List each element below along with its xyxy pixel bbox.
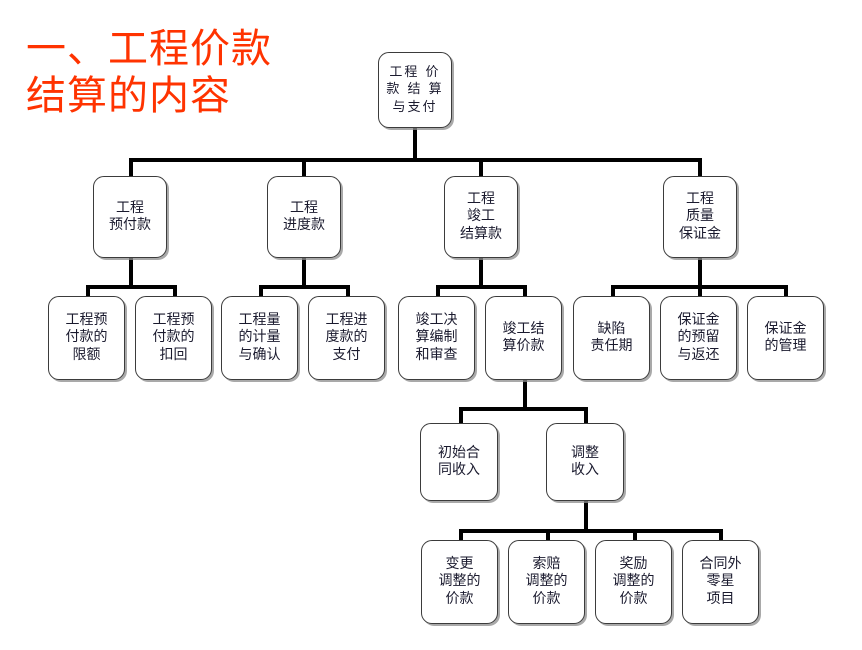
node-label: 工程 质量 保证金 [679, 191, 721, 242]
connector-root-stem [413, 128, 417, 160]
node-label: 缺陷 责任期 [590, 320, 633, 354]
connector-n3-stem [479, 257, 483, 287]
connector-n2-bus [259, 285, 350, 289]
connector-n3b2-stem [584, 501, 588, 531]
connector-level1-bus [129, 158, 702, 162]
node-bonus-adjusted-price[interactable]: 奖励 调整的 价款 [595, 540, 672, 624]
node-claim-adjusted-price[interactable]: 索赔 调整的 价款 [508, 540, 585, 624]
node-extra-contract-minor-items[interactable]: 合同外 零星 项目 [682, 540, 759, 624]
connector-drop-n3b2b [546, 529, 550, 542]
connector-drop-n3b2a [459, 529, 463, 542]
connector-n3-bus [436, 285, 527, 289]
connector-drop-n4b [698, 285, 702, 298]
node-adjusted-revenue[interactable]: 调整 收入 [546, 423, 624, 501]
node-engineering-quality-guarantee-deposit[interactable]: 工程 质量 保证金 [663, 176, 737, 258]
node-deposit-retention-refund[interactable]: 保证金 的预留 与返还 [660, 296, 737, 380]
node-label: 初始合 同收入 [438, 444, 480, 478]
connector-drop-n4 [698, 158, 702, 178]
node-label: 保证金 的管理 [764, 320, 807, 354]
connector-drop-n1 [129, 158, 133, 178]
page-title: 一、工程价款 结算的内容 [26, 26, 272, 120]
connector-drop-n1a [86, 285, 90, 298]
connector-drop-n3b2c [633, 529, 637, 542]
node-label: 工程 价 款 结 算 与支付 [386, 64, 444, 115]
connector-drop-n4a [611, 285, 615, 298]
connector-drop-n3b2 [584, 407, 588, 424]
node-variation-adjusted-price[interactable]: 变更 调整的 价款 [421, 540, 498, 624]
node-label: 竣工决 算编制 和审查 [415, 312, 458, 363]
connector-drop-n3 [479, 158, 483, 178]
connector-n3b-stem [523, 380, 527, 409]
node-label: 索赔 调整的 价款 [525, 556, 568, 607]
node-label: 工程量 的计量 与确认 [238, 312, 281, 363]
node-root[interactable]: 工程 价 款 结 算 与支付 [378, 52, 452, 128]
node-label: 合同外 零星 项目 [699, 556, 742, 607]
node-engineering-advance-payment[interactable]: 工程 预付款 [93, 176, 167, 258]
connector-n4-stem [698, 257, 702, 287]
node-label: 竣工结 算价款 [502, 320, 545, 354]
node-label: 工程预 付款的 扣回 [152, 312, 195, 363]
connector-drop-n4c [784, 285, 788, 298]
connector-drop-n3b [523, 285, 527, 298]
node-engineering-progress-payment[interactable]: 工程 进度款 [267, 176, 341, 258]
node-label: 工程进 度款的 支付 [325, 312, 368, 363]
connector-drop-n2a [259, 285, 263, 298]
node-engineering-completion-settlement-payment[interactable]: 工程 竣工 结算款 [444, 176, 518, 258]
connector-n2-stem [302, 257, 306, 287]
node-deposit-management[interactable]: 保证金 的管理 [747, 296, 824, 380]
node-label: 调整 收入 [571, 444, 599, 478]
connector-n1-stem [129, 257, 133, 287]
connector-drop-n2b [346, 285, 350, 298]
node-label: 变更 调整的 价款 [438, 556, 481, 607]
node-advance-payment-deduction[interactable]: 工程预 付款的 扣回 [135, 296, 212, 380]
node-final-account-preparation-review[interactable]: 竣工决 算编制 和审查 [398, 296, 475, 380]
connector-drop-n1b [173, 285, 177, 298]
connector-drop-n3b2d [719, 529, 723, 542]
connector-drop-n3b1 [459, 407, 463, 424]
node-label: 奖励 调整的 价款 [612, 556, 655, 607]
node-quantity-measurement-confirmation[interactable]: 工程量 的计量 与确认 [221, 296, 298, 380]
node-label: 保证金 的预留 与返还 [677, 312, 720, 363]
connector-n3b2-bus [459, 529, 723, 533]
node-label: 工程 竣工 结算款 [460, 191, 502, 242]
node-advance-payment-limit[interactable]: 工程预 付款的 限额 [48, 296, 125, 380]
node-initial-contract-revenue[interactable]: 初始合 同收入 [420, 423, 498, 501]
node-label: 工程预 付款的 限额 [65, 312, 108, 363]
connector-drop-n3a [436, 285, 440, 298]
connector-n1-bus [86, 285, 177, 289]
connector-drop-n2 [302, 158, 306, 178]
node-progress-payment-disbursement[interactable]: 工程进 度款的 支付 [308, 296, 385, 380]
node-defect-liability-period[interactable]: 缺陷 责任期 [573, 296, 650, 380]
node-label: 工程 进度款 [283, 199, 325, 233]
node-label: 工程 预付款 [109, 199, 151, 233]
node-completion-settlement-price[interactable]: 竣工结 算价款 [485, 296, 562, 380]
connector-n3b-bus [459, 407, 588, 411]
